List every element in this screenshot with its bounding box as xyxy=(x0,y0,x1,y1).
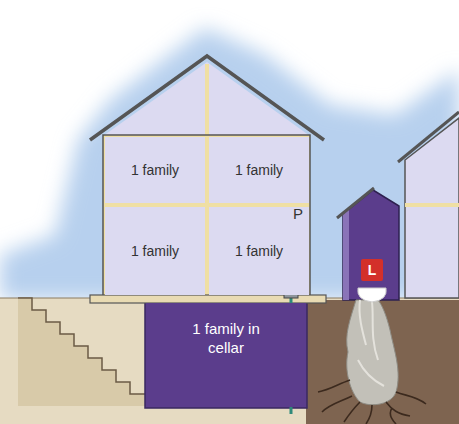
neighbour-house xyxy=(405,118,459,298)
toilet-seat xyxy=(358,288,386,302)
cellar-wall xyxy=(145,302,307,408)
node-text: 1 family xyxy=(131,162,179,178)
house-wall xyxy=(103,135,310,298)
soil xyxy=(306,300,459,424)
node-text: 1 family in cellar xyxy=(176,319,276,357)
gable-divider xyxy=(205,64,209,136)
sky-glow xyxy=(0,28,459,300)
stair-fill xyxy=(18,298,146,406)
room: 1 family xyxy=(105,137,205,203)
pump-label: P xyxy=(293,205,303,222)
plume-shading xyxy=(358,300,384,386)
floor-divider xyxy=(405,203,459,207)
privy-roof xyxy=(337,188,374,218)
node-text: 1 family xyxy=(235,243,283,259)
room: 1 family xyxy=(209,137,309,203)
cellar: 1 family in cellar xyxy=(146,303,306,407)
node-text: 1 family xyxy=(131,243,179,259)
latrine-sign: L xyxy=(361,259,383,281)
privy-edge xyxy=(343,209,349,300)
ground xyxy=(0,298,459,424)
neighbour-roof xyxy=(398,112,459,162)
gable xyxy=(103,62,310,136)
roots xyxy=(318,380,426,424)
sewage-plume xyxy=(347,300,398,405)
node-text: L xyxy=(368,262,377,278)
stairs xyxy=(18,298,146,406)
room: 1 family xyxy=(105,207,205,295)
node-text: 1 family xyxy=(235,162,283,178)
roof xyxy=(90,56,324,140)
